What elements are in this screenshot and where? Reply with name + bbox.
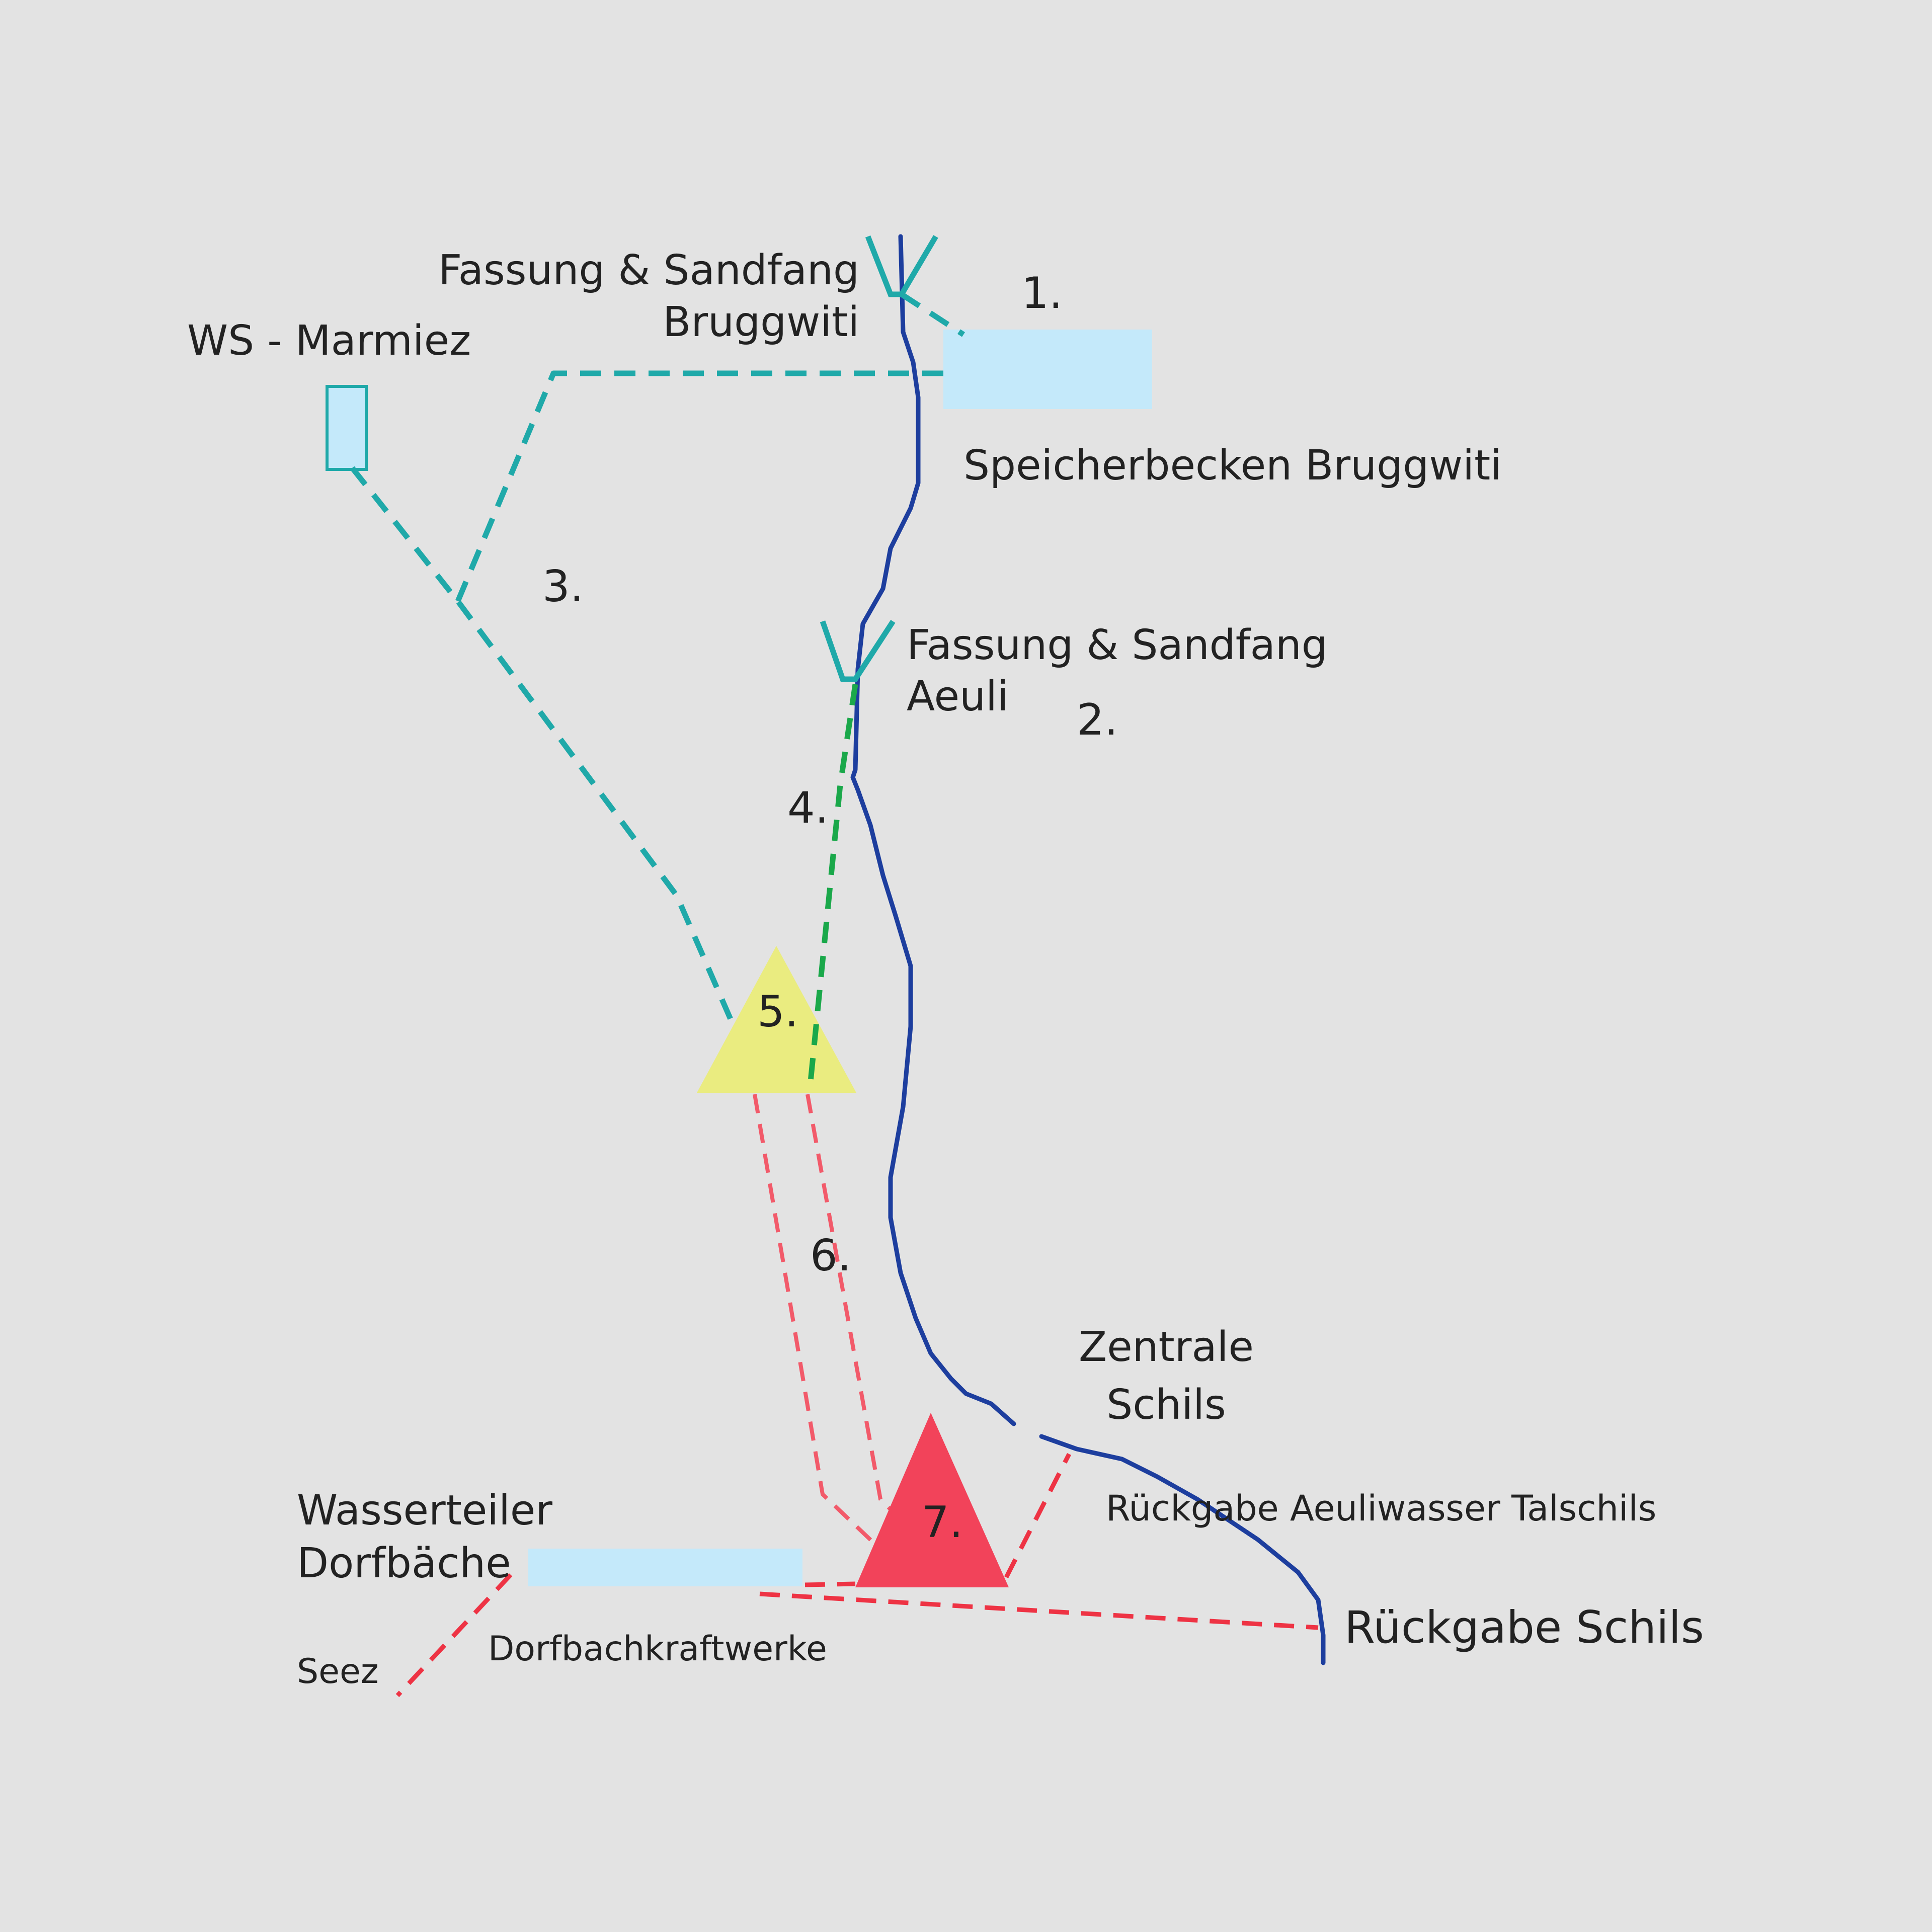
label-wasserteiler-1: Wasserteiler xyxy=(297,1487,552,1535)
pipe-reservoir-to-junction xyxy=(455,370,943,603)
label-rueckgabe-schils: Rückgabe Schils xyxy=(1344,1601,1704,1653)
intake-aeuli-icon xyxy=(820,619,896,682)
label-fassung-aeuli-2: Aeuli xyxy=(907,673,1009,720)
label-ws-marmiez: WS - Marmiez xyxy=(187,317,471,365)
marker-2: 2. xyxy=(1077,695,1118,745)
label-fassung-aeuli-1: Fassung & Sandfang xyxy=(907,621,1328,669)
marker-6: 6. xyxy=(810,1231,851,1281)
pipe-6-left xyxy=(753,1094,874,1544)
marker-5: 5. xyxy=(757,987,798,1037)
river-lower xyxy=(1039,1434,1326,1665)
river-upper xyxy=(850,234,1016,1426)
pipe-zentrale-to-rueckgabe-aeuli xyxy=(1004,1453,1072,1579)
marker-4: 4. xyxy=(787,783,829,833)
label-wasserteiler-2: Dorfbäche xyxy=(297,1540,511,1587)
label-rueckgabe-aeuli: Rückgabe Aeuliwasser Talschils xyxy=(1106,1488,1656,1529)
pipe-4-aeuli-to-turbine5 xyxy=(807,684,858,1087)
label-zentrale-1: Zentrale xyxy=(1079,1323,1254,1371)
speicherbecken-reservoir xyxy=(943,330,1152,409)
pipe-6-right xyxy=(806,1094,892,1511)
label-zentrale-2: Schils xyxy=(1106,1381,1226,1429)
pipe-3-marmiez-to-turbine5 xyxy=(350,466,765,1093)
label-speicherbecken: Speicherbecken Bruggwiti xyxy=(963,442,1502,490)
marker-7: 7. xyxy=(922,1497,963,1548)
intake-bruggwiti-icon xyxy=(865,235,938,297)
marker-3: 3. xyxy=(542,561,584,612)
label-dorfbachkraftwerke: Dorfbachkraftwerke xyxy=(488,1629,827,1669)
pipe-seez xyxy=(395,1573,513,1698)
wasserteiler-basin xyxy=(528,1549,802,1586)
pipe-to-wasserteiler xyxy=(804,1581,856,1587)
zentrale-7-triangle xyxy=(855,1413,1009,1587)
label-seez: Seez xyxy=(297,1652,379,1692)
ws-marmiez-building xyxy=(326,385,368,471)
turbine-5-triangle xyxy=(697,946,856,1093)
marker-1: 1. xyxy=(1021,268,1063,318)
pipe-intake-to-reservoir xyxy=(900,292,965,337)
label-fassung-bruggwiti-1: Fassung & Sandfang xyxy=(438,247,859,294)
label-fassung-bruggwiti-2: Bruggwiti xyxy=(663,298,859,346)
pipe-to-rueckgabe-schils xyxy=(759,1591,1319,1630)
